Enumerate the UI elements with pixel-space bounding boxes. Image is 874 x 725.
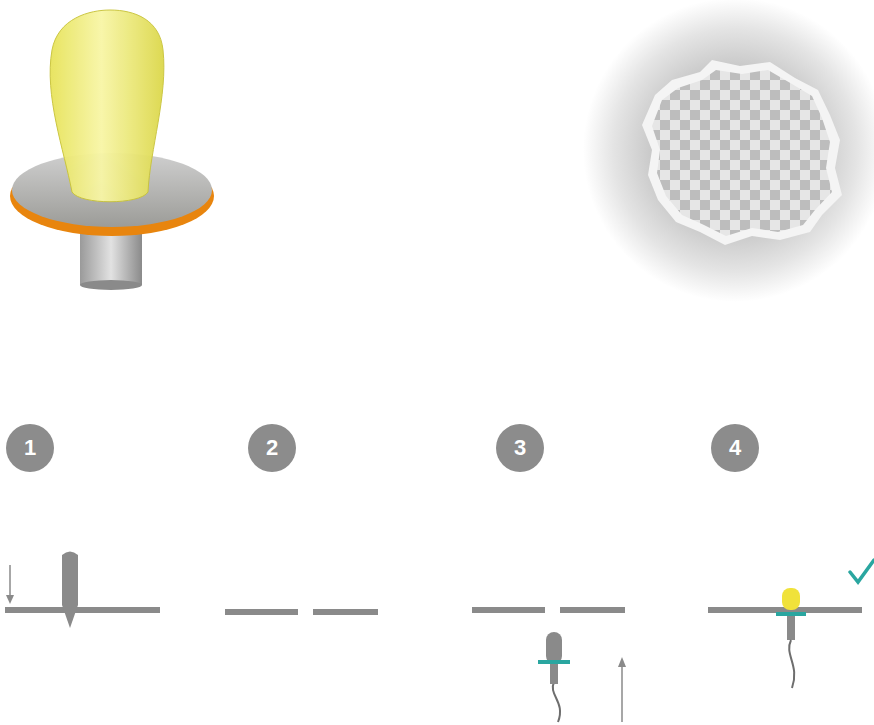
step-1-pierce [5, 552, 160, 629]
step-number: 2 [266, 437, 278, 459]
step-number: 3 [514, 437, 526, 459]
step-number: 1 [24, 437, 36, 459]
step-number-circle: 3 [496, 424, 544, 472]
torn-hole [583, 0, 874, 302]
step-3-insert [472, 610, 626, 722]
step-2-hole [225, 612, 378, 613]
step-number-circle: 1 [6, 424, 54, 472]
step-number: 4 [729, 437, 741, 459]
grommet-plug [10, 10, 214, 290]
step-number-circle: 2 [248, 424, 296, 472]
step-4-fitted [708, 560, 874, 688]
step-number-circle: 4 [711, 424, 759, 472]
